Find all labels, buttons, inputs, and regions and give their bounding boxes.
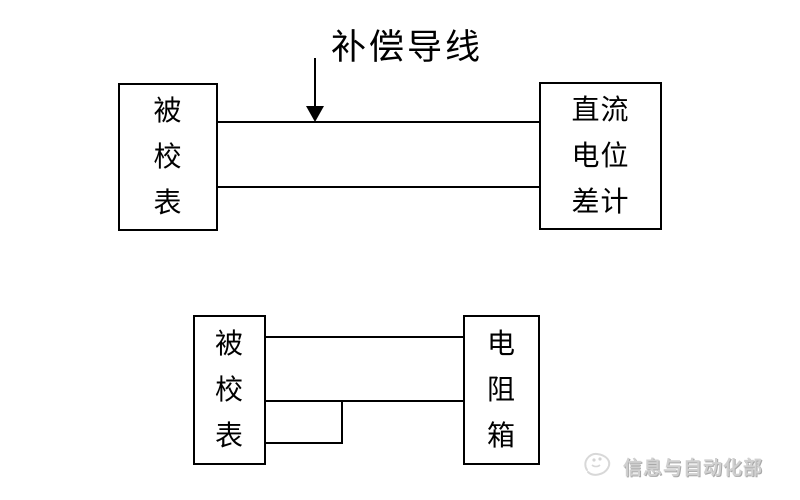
box-label-line: 阻 xyxy=(486,374,516,405)
bottom-diagram-middle-wire xyxy=(265,400,464,402)
box-label-line: 差计 xyxy=(571,186,630,217)
box-label-line: 电 xyxy=(486,328,516,359)
box-label-line: 表 xyxy=(214,420,244,451)
resistance-box: 电 阻 箱 xyxy=(463,315,540,465)
box-label-line: 电位 xyxy=(571,140,630,171)
box-label-line: 被 xyxy=(214,328,244,359)
down-arrow-icon xyxy=(306,106,324,122)
bottom-diagram-upper-wire xyxy=(265,336,464,338)
box-label-line: 箱 xyxy=(486,420,516,451)
dc-potentiometer-box: 直流 电位 差计 xyxy=(539,82,662,230)
down-arrow-line xyxy=(314,58,316,107)
box-label-line: 直流 xyxy=(571,94,630,125)
watermark: 信息与自动化部 xyxy=(580,449,763,484)
top-diagram-lower-wire xyxy=(217,186,540,188)
bottom-diagram-jog-wire-vertical xyxy=(341,400,343,444)
box-label-line: 表 xyxy=(153,187,183,218)
compensation-wire-label: 补偿导线 xyxy=(331,28,484,67)
bottom-diagram-jog-wire-horizontal xyxy=(265,442,343,444)
scribble-circle-logo-icon xyxy=(580,449,614,484)
watermark-text: 信息与自动化部 xyxy=(623,458,764,479)
box-label-line: 校 xyxy=(214,374,244,405)
box-label-line: 被 xyxy=(153,95,183,126)
meter-under-test-box-bottom: 被 校 表 xyxy=(193,315,266,465)
top-diagram-upper-wire xyxy=(217,121,540,123)
box-label-line: 校 xyxy=(153,141,183,172)
meter-under-test-box-top: 被 校 表 xyxy=(118,83,218,231)
